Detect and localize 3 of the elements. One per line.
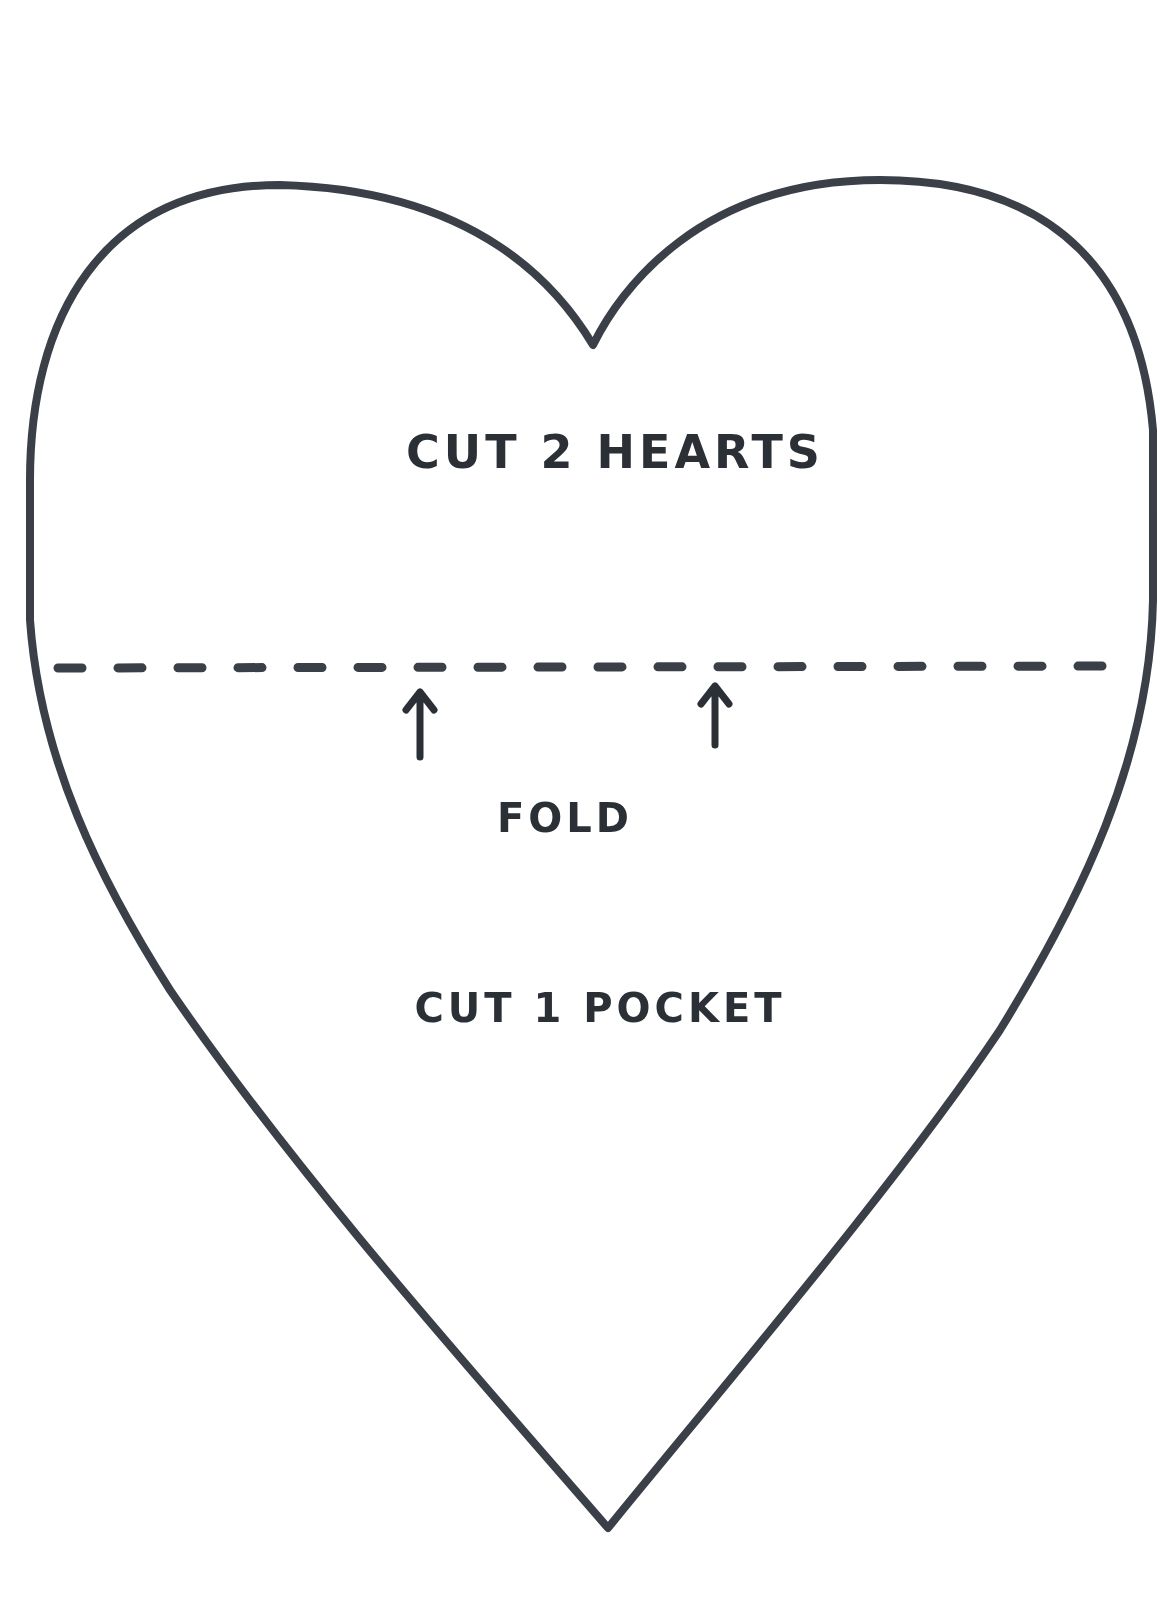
instruction-text: CUT 1 POCKET	[414, 985, 786, 1031]
instruction-text: FOLD	[497, 795, 633, 841]
instruction-text: CUT 2 HEARTS	[406, 425, 824, 479]
